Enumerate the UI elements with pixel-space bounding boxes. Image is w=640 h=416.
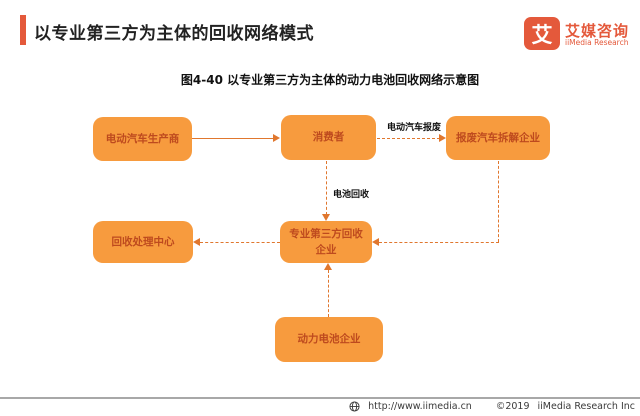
arrowhead-down-icon (322, 214, 330, 221)
arrowhead-left-icon (372, 238, 379, 246)
node-label: 报废汽车拆解企业 (456, 131, 540, 144)
edge-consumer-dismantler (377, 138, 440, 139)
page-title: 以专业第三方为主体的回收网络模式 (34, 24, 314, 44)
node-scrap-car-dismantler: 报废汽车拆解企业 (446, 116, 550, 160)
node-label: 电动汽车生产商 (105, 132, 180, 145)
footer-year: ©2019 (495, 401, 530, 412)
edge-battery-thirdparty (328, 270, 329, 317)
edge-thirdparty-center (200, 242, 280, 243)
footer-url: http://www.iimedia.cn (368, 401, 472, 412)
logo-name-en: iiMedia Research (565, 38, 629, 47)
globe-icon (349, 401, 360, 412)
node-label-line1: 专业第三方回收 (289, 227, 363, 240)
edge-producer-consumer (192, 138, 274, 139)
edge-label-battery-recycle: 电池回收 (333, 190, 370, 200)
arrowhead-right-icon (439, 134, 446, 142)
node-ev-producer: 电动汽车生产商 (93, 117, 192, 161)
iimedia-logo-icon: 艾 (524, 17, 560, 50)
logo-name-cn: 艾媒咨询 (565, 22, 630, 40)
footer-company: iiMedia Research Inc (537, 401, 635, 412)
logo-glyph: 艾 (531, 22, 553, 47)
node-label: 动力电池企业 (297, 333, 361, 346)
figure-caption: 图4-40 以专业第三方为主体的动力电池回收网络示意图 (180, 73, 480, 87)
node-label: 回收处理中心 (111, 235, 175, 248)
arrowhead-up-icon (324, 263, 332, 270)
footer: http://www.iimedia.cn ©2019 iiMedia Rese… (349, 401, 635, 412)
node-label-line2: 企业 (315, 244, 337, 256)
edge-label-car-scrap: 电动汽车报废 (387, 123, 442, 133)
edge-consumer-thirdparty (326, 161, 327, 215)
node-consumer: 消费者 (281, 115, 376, 160)
arrowhead-right-icon (273, 134, 280, 142)
arrowhead-left-icon (193, 238, 200, 246)
title-accent-bar (20, 15, 26, 45)
edge-dismantler-thirdparty-horizontal (379, 242, 499, 243)
footer-divider (0, 397, 640, 399)
edge-dismantler-thirdparty-vertical (498, 161, 499, 242)
node-recycle-processing-center: 回收处理中心 (93, 221, 193, 263)
node-third-party-recycler: 专业第三方回收 企业 (280, 221, 372, 263)
node-label: 消费者 (312, 131, 345, 144)
node-power-battery-company: 动力电池企业 (275, 317, 383, 362)
